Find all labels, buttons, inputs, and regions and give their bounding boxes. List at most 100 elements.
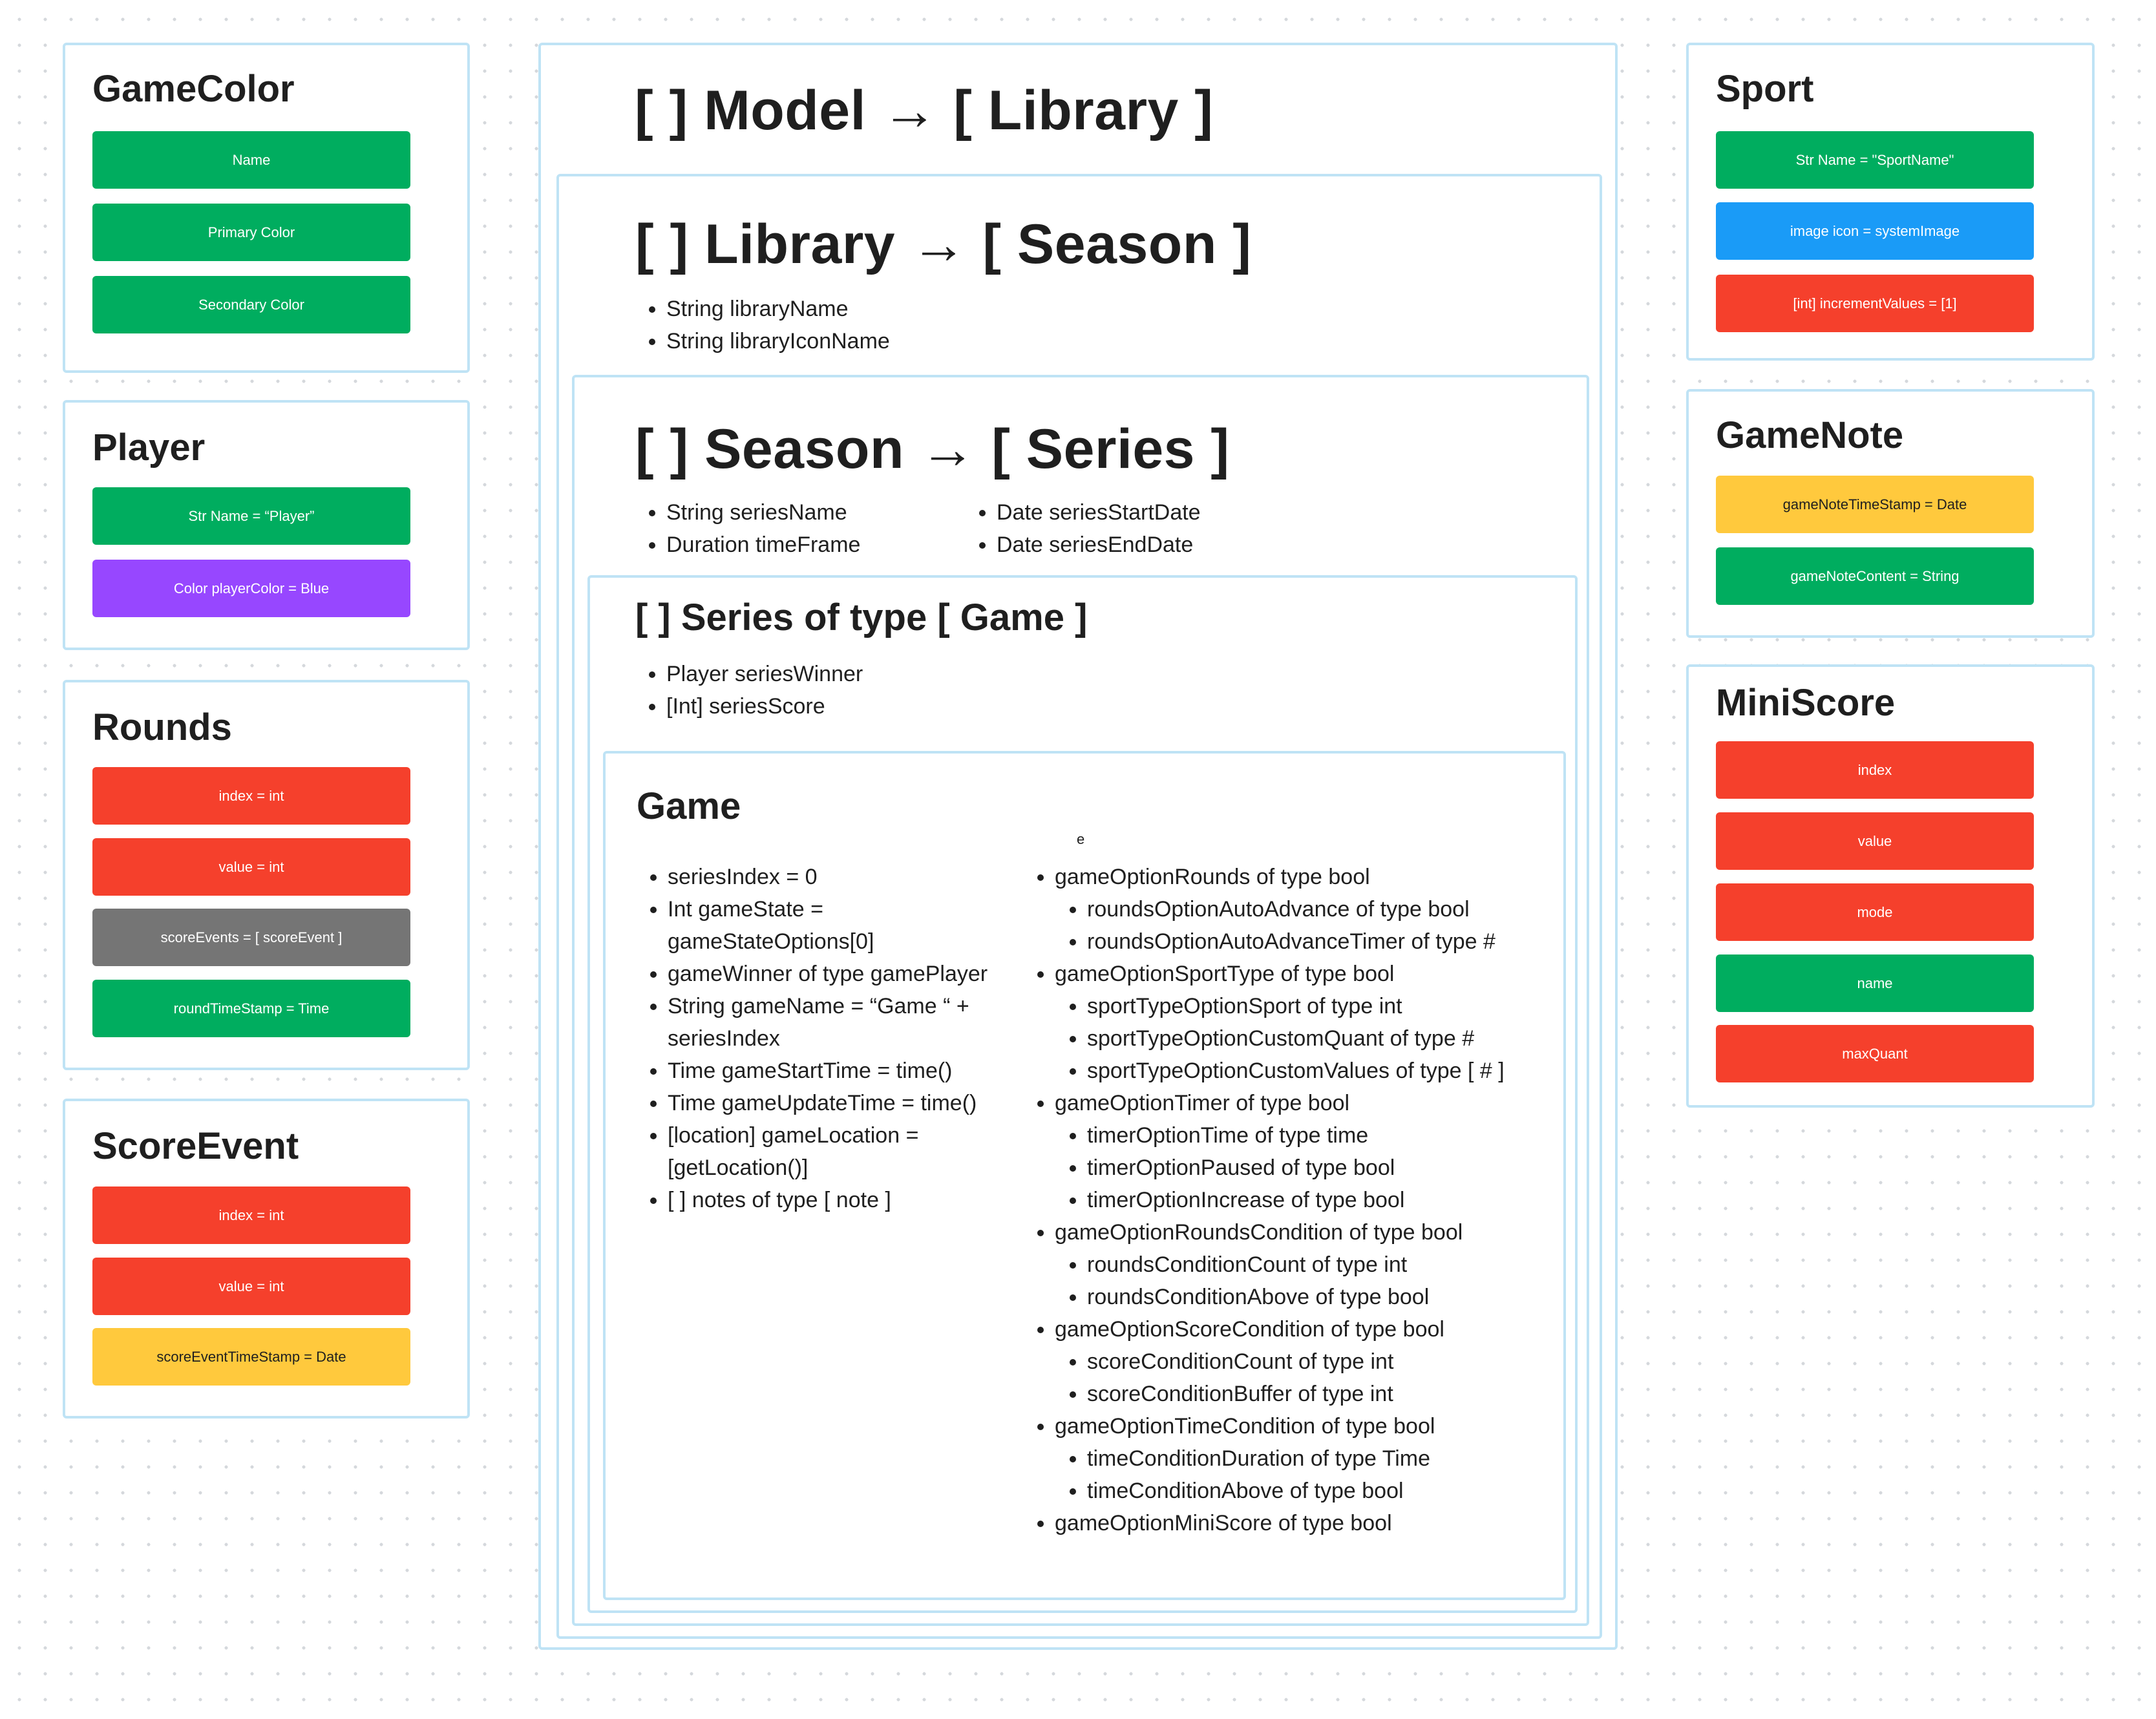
field-name[interactable]: Name <box>92 131 410 189</box>
sub-option: timeConditionAbove of type bool <box>1087 1475 1505 1507</box>
miniscore-card[interactable]: MiniScore index value mode name maxQuant <box>1686 664 2095 1108</box>
series-properties: Player seriesWinner [Int] seriesScore <box>635 658 863 722</box>
card-title: GameColor <box>92 68 295 110</box>
list-item: String gameName = “Game “ + seriesIndex <box>668 990 1004 1055</box>
game-option: gameOptionMiniScore of type bool <box>1055 1507 1505 1539</box>
card-title: Sport <box>1716 68 1814 110</box>
stray-mark: e <box>1077 831 1085 847</box>
field-player-color[interactable]: Color playerColor = Blue <box>92 560 410 617</box>
field-primary-color[interactable]: Primary Color <box>92 204 410 261</box>
game-option-label: gameOptionSportType of type bool <box>1055 962 1395 986</box>
list-item: Int gameState = gameStateOptions[0] <box>668 893 1004 958</box>
field-game-note-content[interactable]: gameNoteContent = String <box>1716 547 2034 605</box>
game-options: gameOptionRounds of type bool roundsOptio… <box>1024 861 1505 1539</box>
sub-option: sportTypeOptionCustomValues of type [ # … <box>1087 1055 1505 1087</box>
season-properties-left: String seriesName Duration timeFrame <box>635 496 860 561</box>
game-option-sublist: roundsConditionCount of type introundsCo… <box>1055 1249 1505 1313</box>
field-score-event-timestamp[interactable]: scoreEventTimeStamp = Date <box>92 1328 410 1386</box>
sub-option: roundsConditionAbove of type bool <box>1087 1281 1505 1313</box>
field-increment-values[interactable]: [int] incrementValues = [1] <box>1716 275 2034 332</box>
sub-option: scoreConditionBuffer of type int <box>1087 1378 1505 1410</box>
card-title: ScoreEvent <box>92 1125 299 1167</box>
list-item: Time gameUpdateTime = time() <box>668 1087 1004 1119</box>
field-value[interactable]: value <box>1716 812 2034 870</box>
player-card[interactable]: Player Str Name = “Player” Color playerC… <box>63 400 470 650</box>
list-item: Date seriesStartDate <box>997 496 1201 529</box>
game-option-label: gameOptionRoundsCondition of type bool <box>1055 1220 1463 1245</box>
list-item: [Int] seriesScore <box>666 690 863 722</box>
field-index[interactable]: index <box>1716 741 2034 799</box>
sub-option: scoreConditionCount of type int <box>1087 1345 1505 1378</box>
game-option-sublist: roundsOptionAutoAdvance of type boolroun… <box>1055 893 1505 958</box>
list-item: String libraryName <box>666 293 890 325</box>
game-option-label: gameOptionTimeCondition of type bool <box>1055 1414 1435 1439</box>
sub-option: timerOptionPaused of type bool <box>1087 1152 1505 1184</box>
list-item: seriesIndex = 0 <box>668 861 1004 893</box>
list-item: String seriesName <box>666 496 860 529</box>
series-frame[interactable]: [ ] Series of type [ Game ] Player serie… <box>587 575 1578 1613</box>
card-title: Player <box>92 427 206 469</box>
season-properties-right: Date seriesStartDate Date seriesEndDate <box>966 496 1201 561</box>
rounds-card[interactable]: Rounds index = int value = int scoreEven… <box>63 680 470 1070</box>
game-option: gameOptionSportType of type bool sportTyp… <box>1055 958 1505 1087</box>
game-option-label: gameOptionTimer of type bool <box>1055 1091 1350 1115</box>
field-secondary-color[interactable]: Secondary Color <box>92 276 410 333</box>
sub-option: sportTypeOptionCustomQuant of type # <box>1087 1022 1505 1055</box>
sub-option: timerOptionIncrease of type bool <box>1087 1184 1505 1216</box>
game-option-label: gameOptionRounds of type bool <box>1055 865 1370 889</box>
game-option-label: gameOptionScoreCondition of type bool <box>1055 1317 1444 1342</box>
game-option: gameOptionTimer of type bool timerOptionT… <box>1055 1087 1505 1216</box>
field-str-name[interactable]: Str Name = "SportName" <box>1716 131 2034 189</box>
field-str-name[interactable]: Str Name = “Player” <box>92 487 410 545</box>
field-score-events[interactable]: scoreEvents = [ scoreEvent ] <box>92 909 410 966</box>
sub-option: sportTypeOptionSport of type int <box>1087 990 1505 1022</box>
field-image-icon[interactable]: image icon = systemImage <box>1716 202 2034 260</box>
season-title: [ ] Season → [ Series ] <box>635 418 1230 480</box>
card-title: Rounds <box>92 706 232 748</box>
list-item: Time gameStartTime = time() <box>668 1055 1004 1087</box>
card-title: MiniScore <box>1716 682 1896 724</box>
list-item: [location] gameLocation = [getLocation()… <box>668 1119 1004 1184</box>
field-game-note-timestamp[interactable]: gameNoteTimeStamp = Date <box>1716 476 2034 533</box>
field-value[interactable]: value = int <box>92 838 410 896</box>
sub-option: roundsOptionAutoAdvance of type bool <box>1087 893 1505 925</box>
model-frame[interactable]: [ ] Model → [ Library ] [ ] Library → [ … <box>538 43 1618 1650</box>
sub-option: roundsConditionCount of type int <box>1087 1249 1505 1281</box>
game-option-sublist: sportTypeOptionSport of type intsportTyp… <box>1055 990 1505 1087</box>
list-item: String libraryIconName <box>666 325 890 357</box>
field-index[interactable]: index = int <box>92 767 410 825</box>
field-name[interactable]: name <box>1716 954 2034 1012</box>
sub-option: timerOptionTime of type time <box>1087 1119 1505 1152</box>
series-title: [ ] Series of type [ Game ] <box>635 596 1088 638</box>
scoreevent-card[interactable]: ScoreEvent index = int value = int score… <box>63 1099 470 1418</box>
field-max-quant[interactable]: maxQuant <box>1716 1025 2034 1082</box>
game-option-sublist: timerOptionTime of type timetimerOptionP… <box>1055 1119 1505 1216</box>
game-option-label: gameOptionMiniScore of type bool <box>1055 1511 1392 1535</box>
sub-option: timeConditionDuration of type Time <box>1087 1442 1505 1475</box>
list-item: [ ] notes of type [ note ] <box>668 1184 1004 1216</box>
game-option-sublist: scoreConditionCount of type intscoreCond… <box>1055 1345 1505 1410</box>
sport-card[interactable]: Sport Str Name = "SportName" image icon … <box>1686 43 2095 361</box>
game-title: Game <box>637 785 741 827</box>
field-mode[interactable]: mode <box>1716 883 2034 941</box>
game-option: gameOptionRoundsCondition of type bool ro… <box>1055 1216 1505 1313</box>
field-index[interactable]: index = int <box>92 1186 410 1244</box>
season-frame[interactable]: [ ] Season → [ Series ] String seriesNam… <box>572 375 1589 1626</box>
game-frame[interactable]: Game e seriesIndex = 0Int gameState = ga… <box>603 751 1566 1600</box>
list-item: Duration timeFrame <box>666 529 860 561</box>
library-frame[interactable]: [ ] Library → [ Season ] String libraryN… <box>556 174 1602 1639</box>
field-value[interactable]: value = int <box>92 1258 410 1315</box>
game-option: gameOptionRounds of type bool roundsOptio… <box>1055 861 1505 958</box>
game-properties: seriesIndex = 0Int gameState = gameState… <box>637 861 1004 1216</box>
game-option-sublist: timeConditionDuration of type TimetimeCo… <box>1055 1442 1505 1507</box>
list-item: Date seriesEndDate <box>997 529 1201 561</box>
field-round-timestamp[interactable]: roundTimeStamp = Time <box>92 980 410 1037</box>
card-title: GameNote <box>1716 414 1904 456</box>
gamecolor-card[interactable]: GameColor Name Primary Color Secondary C… <box>63 43 470 373</box>
gamenote-card[interactable]: GameNote gameNoteTimeStamp = Date gameNo… <box>1686 389 2095 638</box>
model-title: [ ] Model → [ Library ] <box>635 79 1214 142</box>
library-properties: String libraryName String libraryIconNam… <box>635 293 890 357</box>
game-option: gameOptionTimeCondition of type bool time… <box>1055 1410 1505 1507</box>
list-item: gameWinner of type gamePlayer <box>668 958 1004 990</box>
list-item: Player seriesWinner <box>666 658 863 690</box>
